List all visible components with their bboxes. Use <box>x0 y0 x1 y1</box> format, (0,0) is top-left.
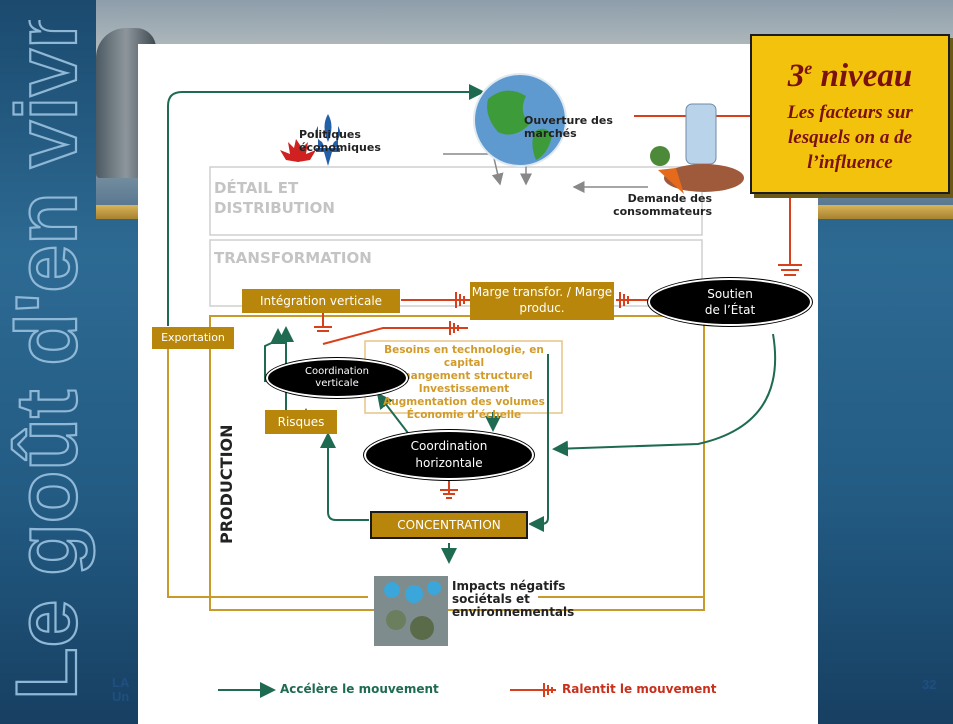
callout-heading-text: niveau <box>812 58 913 94</box>
callout-body: Les facteurs sur lesquels on a de l’infl… <box>787 102 913 173</box>
globe-icon <box>473 73 567 167</box>
diagram-lines <box>152 73 802 698</box>
needs-item: Investissement <box>418 383 510 395</box>
exportation-box: Exportation <box>152 327 234 349</box>
detail-section-title: DÉTAIL ET DISTRIBUTION <box>214 179 335 217</box>
production-label-svg: PRODUCTION <box>217 424 236 544</box>
level-callout: 3e niveau Les facteurs sur lesquels on a… <box>750 34 950 194</box>
needs-item: Changement structurel <box>395 370 533 382</box>
vertical-title-text: Le goût d'en vivre <box>0 20 95 700</box>
politiques-label: Politiques économiques <box>299 128 381 154</box>
ouverture-label: Ouverture des marchés <box>524 114 613 140</box>
concentration-box: CONCENTRATION <box>369 510 529 540</box>
needs-item: Besoins en technologie, en capital <box>384 344 544 369</box>
callout-heading: 3e niveau <box>752 50 948 94</box>
vertical-title: Le goût d'en vivre <box>0 20 96 701</box>
detail-box <box>209 166 703 236</box>
coordination-verticale-oval: Coordination verticale <box>265 357 409 399</box>
soutien-etat-oval: Soutien de l’État <box>647 277 813 327</box>
needs-item: Économie d’échelle <box>406 409 522 421</box>
demande-label: Demande des consommateurs <box>613 192 712 218</box>
coordination-horizontale-oval: Coordination horizontale <box>363 429 535 481</box>
legend-slow-label: Ralentit le mouvement <box>562 682 717 696</box>
maple-leaf-icon <box>280 139 316 162</box>
callout-heading-number: 3 <box>787 58 805 94</box>
production-label: PRODUCTION <box>217 424 236 544</box>
groceries-icon <box>650 103 744 194</box>
transformation-section-title: TRANSFORMATION <box>214 249 372 267</box>
footer-line-1: LA <box>112 675 130 690</box>
callout-heading-sup: e <box>804 58 813 78</box>
impacts-label: Impacts négatifs sociétals et environnem… <box>452 579 575 619</box>
legend-accelerate-label: Accélère le mouvement <box>280 682 439 696</box>
diagram-slide: Politiques économiques Ouverture des mar… <box>138 44 818 724</box>
needs-list: Besoins en technologie, en capital Chang… <box>366 344 562 422</box>
footer-line-2: Un <box>112 689 130 704</box>
pollution-icon <box>374 576 448 646</box>
page-number: 32 <box>922 677 937 692</box>
marge-box: Marge transfor. / Marge produc. <box>470 282 614 320</box>
risques-box: Risques <box>265 410 337 434</box>
production-box <box>209 315 705 611</box>
footer-left-text: LA Un <box>112 676 129 704</box>
needs-item: Augmentation des volumes <box>383 396 545 408</box>
fleur-de-lis-icon <box>315 114 341 166</box>
integration-box: Intégration verticale <box>242 289 400 313</box>
